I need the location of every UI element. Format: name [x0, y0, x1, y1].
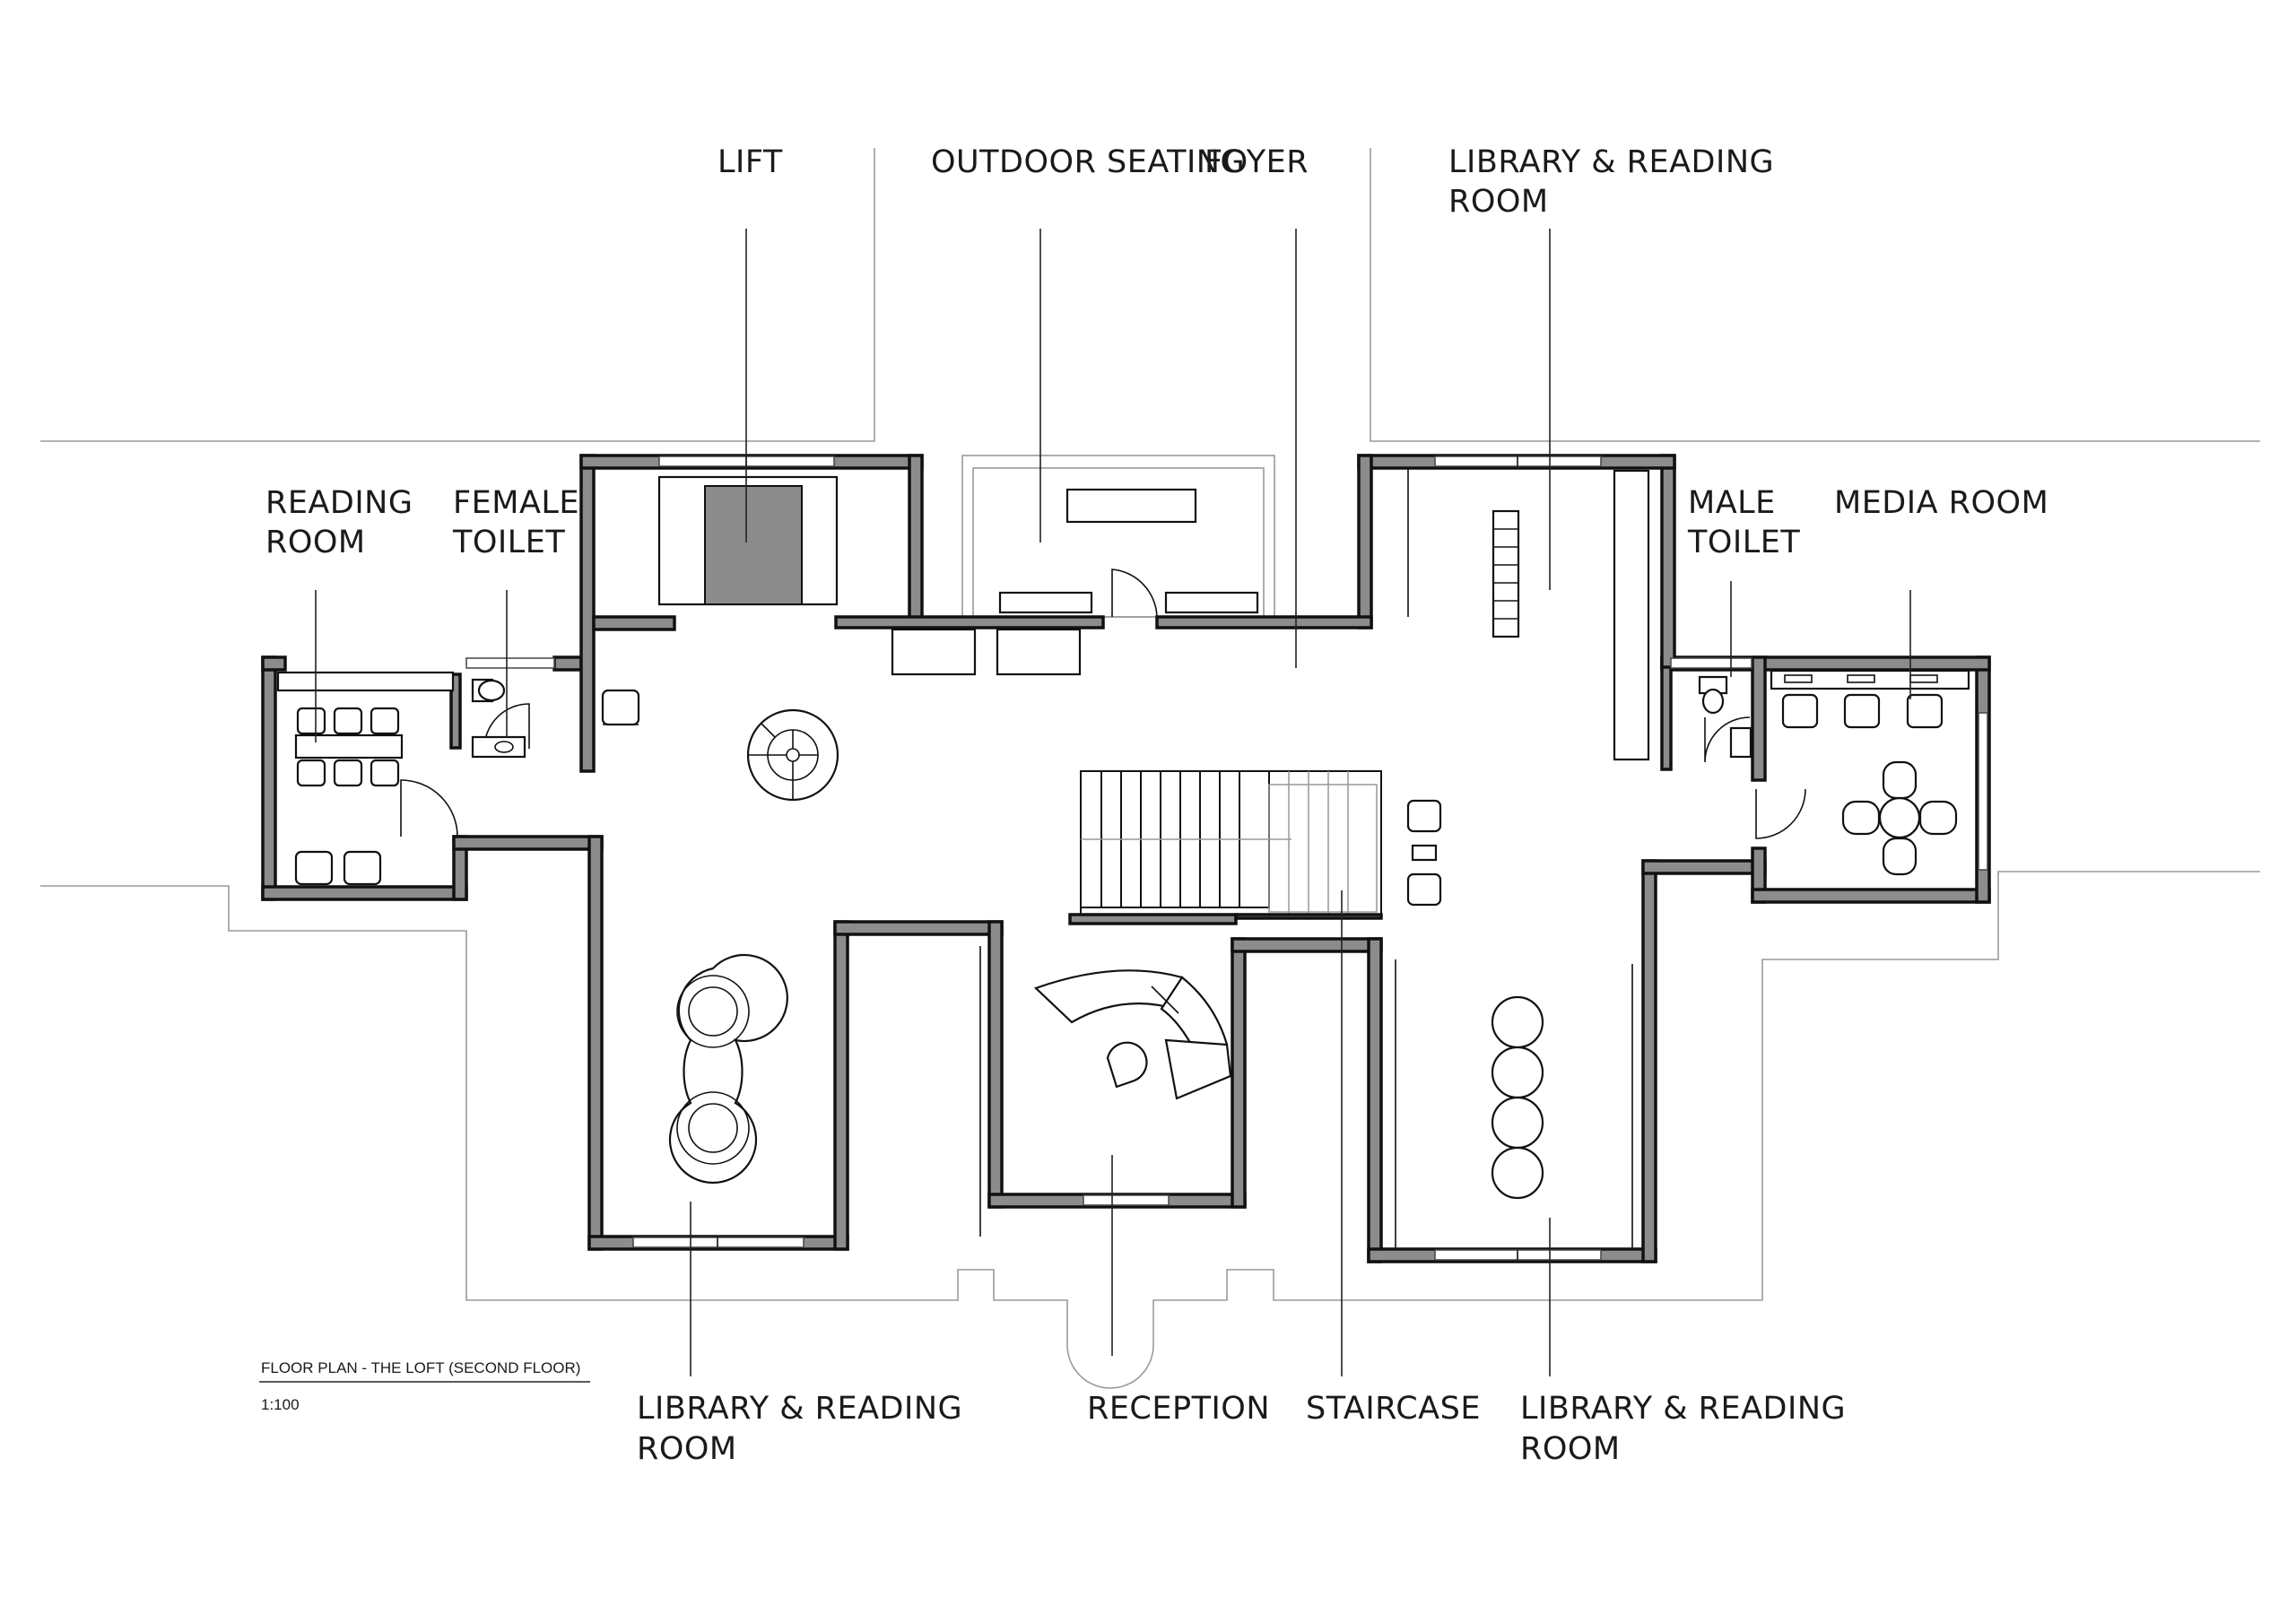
male-toilet-fixtures — [1698, 675, 1752, 759]
wall — [987, 920, 1004, 1209]
chair — [370, 707, 400, 735]
chair — [1906, 693, 1944, 729]
label-reading-room-1: READING — [265, 485, 413, 521]
plan-title: FLOOR PLAN - THE LOFT (SECOND FLOOR) — [261, 1359, 580, 1376]
chair — [296, 707, 326, 735]
label-female-toilet-2: TOILET — [452, 525, 565, 560]
stair-side-seating — [1406, 799, 1442, 907]
chair — [1406, 799, 1442, 833]
wall — [1155, 615, 1373, 629]
label-male-toilet-1: MALE — [1688, 485, 1776, 521]
label-lift: LIFT — [718, 144, 783, 180]
leader-lines — [315, 229, 1911, 1376]
wall — [261, 655, 287, 672]
wall — [587, 835, 604, 1251]
label-library-right-1: LIBRARY & READING — [1520, 1391, 1846, 1427]
wall — [1231, 937, 1247, 1209]
room-labels: LIFT OUTDOOR SEATING FOYER LIBRARY & REA… — [265, 144, 2048, 1467]
wall — [1660, 454, 1676, 669]
chair — [1406, 872, 1442, 907]
wall — [1641, 859, 1767, 875]
label-female-toilet-1: FEMALE — [453, 485, 579, 521]
label-staircase: STAIRCASE — [1306, 1391, 1481, 1427]
library-left-furniture — [668, 953, 788, 1185]
plan-scale: 1:100 — [261, 1396, 300, 1413]
label-media-room: MEDIA ROOM — [1834, 485, 2048, 521]
wall — [1367, 937, 1383, 1263]
label-foyer: FOYER — [1205, 144, 1309, 180]
library-top-furniture — [1492, 469, 1650, 761]
label-library-top-1: LIBRARY & READING — [1448, 144, 1774, 180]
label-reception: RECEPTION — [1087, 1391, 1270, 1427]
label-outdoor-seating: OUTDOOR SEATING — [931, 144, 1245, 180]
female-toilet-fixtures — [471, 678, 526, 759]
library-right-furniture — [1491, 995, 1544, 1200]
wall — [579, 454, 596, 773]
wall — [1357, 454, 1373, 629]
site-outline — [40, 148, 2260, 1389]
spiral-staircase — [746, 708, 839, 802]
media-room-furniture — [1770, 669, 1970, 876]
label-library-right-2: ROOM — [1520, 1431, 1621, 1467]
wall — [908, 454, 924, 629]
main-staircase — [1068, 770, 1383, 925]
wall — [1660, 655, 1673, 771]
wall — [833, 920, 849, 1251]
chair — [370, 759, 400, 787]
walls — [261, 454, 1991, 1263]
chair — [1843, 693, 1881, 729]
outdoor-seating-furniture — [891, 488, 1259, 676]
wall — [1751, 655, 1767, 782]
title-block: FLOOR PLAN - THE LOFT (SECOND FLOOR) 1:1… — [259, 1359, 590, 1413]
foyer-chair — [601, 689, 640, 726]
wall — [1641, 859, 1657, 1263]
doors — [400, 568, 1806, 839]
chair — [1781, 693, 1819, 729]
chair — [333, 759, 363, 787]
wall — [1231, 937, 1383, 953]
wall — [592, 615, 676, 631]
wall — [261, 655, 277, 901]
label-library-left-2: ROOM — [637, 1431, 737, 1467]
chair — [343, 850, 382, 886]
wall — [834, 615, 1105, 629]
wall — [552, 655, 583, 672]
label-library-left-1: LIBRARY & READING — [637, 1391, 962, 1427]
label-male-toilet-2: TOILET — [1687, 525, 1800, 560]
chair — [333, 707, 363, 735]
wall — [452, 835, 604, 851]
wall — [449, 673, 462, 750]
chair — [296, 759, 326, 787]
label-library-top-2: ROOM — [1448, 184, 1549, 220]
label-reading-room-2: ROOM — [265, 525, 366, 560]
wall — [1751, 888, 1991, 904]
lift — [657, 475, 839, 606]
chair — [294, 850, 334, 886]
wall — [261, 885, 468, 901]
reading-room-furniture — [276, 671, 455, 886]
wall — [833, 920, 1004, 936]
reception-desk — [1033, 969, 1232, 1100]
